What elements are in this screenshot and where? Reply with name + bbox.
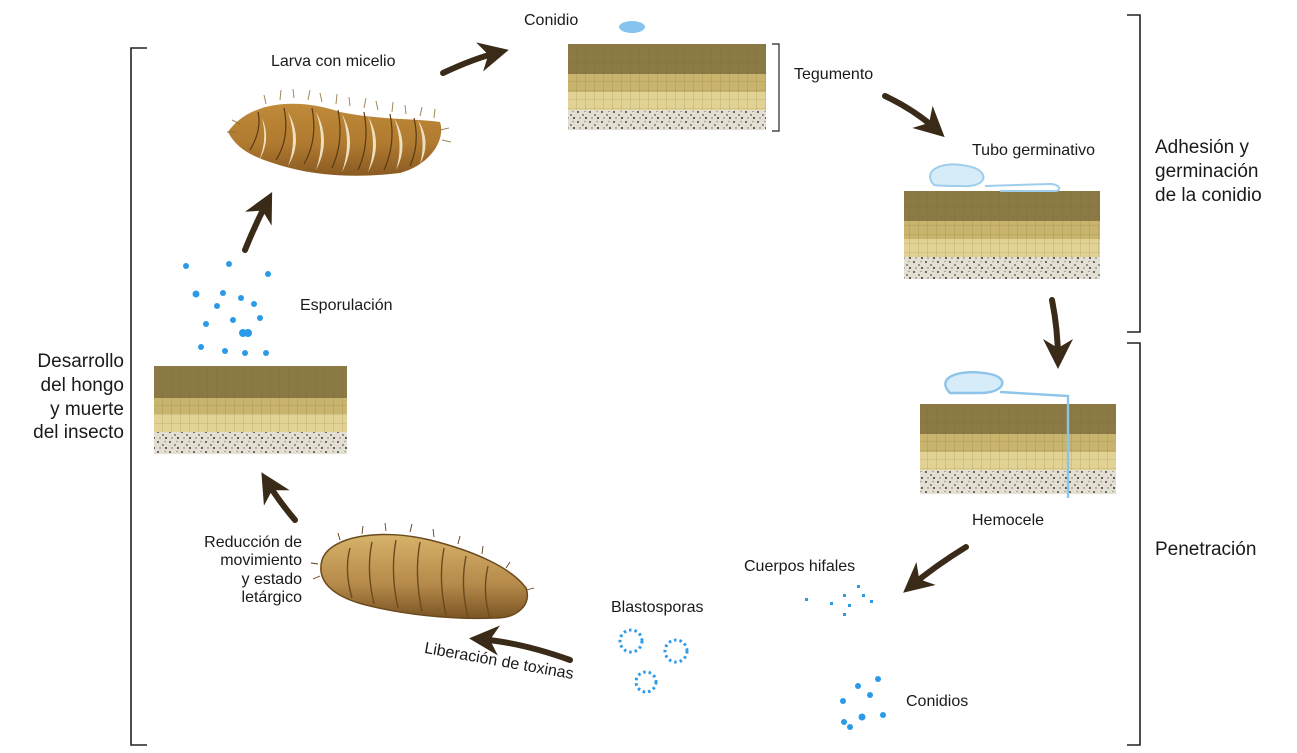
label-hemocele: Hemocele bbox=[972, 512, 1044, 530]
conidia-dots bbox=[840, 676, 886, 730]
phase-desarrollo-line-1: Desarrollo bbox=[4, 350, 124, 374]
phase-desarrollo-line-3: y muerte bbox=[4, 398, 124, 422]
label-esporulacion: Esporulación bbox=[300, 297, 393, 315]
label-tegumento: Tegumento bbox=[794, 66, 873, 84]
label-reduccion-line-3: y estado bbox=[180, 571, 302, 589]
phase-adhesion-line-2: germinación bbox=[1155, 160, 1262, 184]
germ-tube bbox=[930, 164, 1059, 191]
phase-penetracion: Penetración bbox=[1155, 538, 1256, 562]
sporulation-spores bbox=[183, 261, 271, 356]
label-blastosporas: Blastosporas bbox=[611, 599, 704, 617]
label-reduccion-line-2: movimiento bbox=[180, 552, 302, 570]
phase-desarrollo-line-2: del hongo bbox=[4, 374, 124, 398]
hyphal-bodies bbox=[805, 585, 873, 616]
label-reduccion-line-1: Reducción de bbox=[180, 534, 302, 552]
phase-adhesion-line-3: de la conidio bbox=[1155, 184, 1262, 208]
cuticle-block-tubo bbox=[904, 191, 1100, 279]
bracket-desarrollo bbox=[131, 48, 147, 745]
lethargic-larva bbox=[311, 523, 534, 618]
label-larva-micelio: Larva con micelio bbox=[271, 53, 396, 71]
conidium-shape bbox=[619, 21, 645, 33]
label-conidio: Conidio bbox=[524, 12, 578, 30]
label-conidios: Conidios bbox=[906, 693, 968, 711]
arrow-larva-to-conidio bbox=[443, 52, 500, 73]
label-reduccion-movimiento: Reducción de movimiento y estado letárgi… bbox=[180, 534, 302, 608]
arrow-hemocele-to-hifales bbox=[910, 547, 966, 587]
bracket-adhesion bbox=[1127, 15, 1140, 332]
label-reduccion-line-4: letárgico bbox=[180, 589, 302, 607]
blastospores bbox=[620, 630, 687, 692]
cuticle-block-esporulacion bbox=[154, 366, 347, 454]
label-tubo-germinativo: Tubo germinativo bbox=[972, 142, 1095, 160]
label-cuerpos-hifales: Cuerpos hifales bbox=[744, 558, 855, 576]
cuticle-block-conidio bbox=[568, 44, 766, 130]
bracket-penetracion bbox=[1127, 343, 1140, 745]
cuticle-block-hemocele bbox=[920, 404, 1116, 494]
phase-desarrollo: Desarrollo del hongo y muerte del insect… bbox=[4, 350, 124, 445]
bracket-tegumento bbox=[772, 44, 779, 131]
arrow-tegumento-to-tubo bbox=[885, 96, 938, 131]
phase-desarrollo-line-4: del insecto bbox=[4, 421, 124, 445]
larva-with-mycelium bbox=[227, 89, 451, 176]
arrow-tubo-to-hemocele bbox=[1052, 300, 1058, 360]
phase-adhesion-line-1: Adhesión y bbox=[1155, 136, 1262, 160]
phase-adhesion: Adhesión y germinación de la conidio bbox=[1155, 136, 1262, 207]
arrow-esporulacion-to-larva bbox=[245, 200, 268, 250]
arrow-reduccion-to-block bbox=[266, 480, 295, 520]
